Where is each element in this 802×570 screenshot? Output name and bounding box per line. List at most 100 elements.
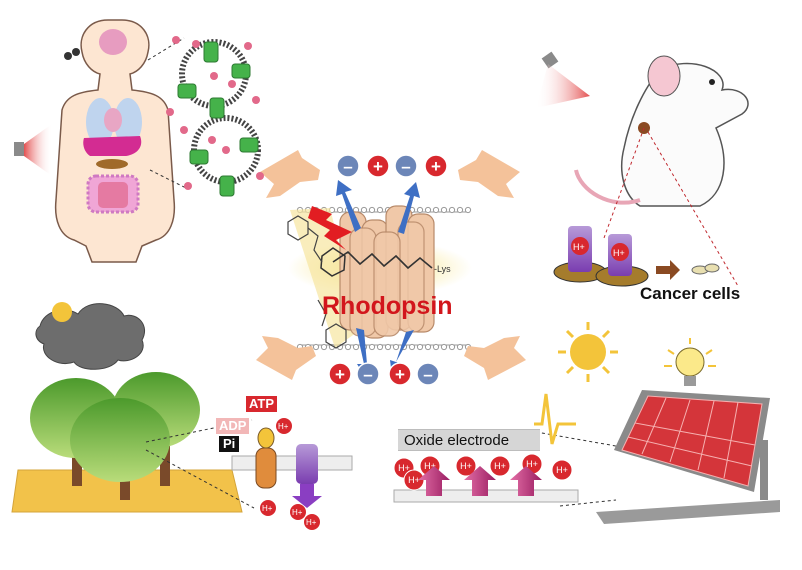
proton-label: H+ (494, 461, 506, 471)
light-beam-left (24, 124, 52, 176)
mouse-eye (709, 79, 715, 85)
retinal-chain (332, 250, 433, 270)
proton-label: H+ (306, 518, 317, 527)
atp-synthase (255, 447, 277, 489)
lipid-head (432, 206, 440, 214)
arrow-to-human (260, 150, 320, 198)
speech-icon (64, 48, 80, 60)
lung-right (114, 98, 142, 146)
panel-base (596, 500, 780, 524)
cancer-cell-opsins: H+ H+ (553, 226, 720, 287)
lipid-head (368, 343, 376, 351)
charge-circle (424, 154, 448, 178)
charge-symbol: + (335, 365, 345, 384)
proton-label: H+ (424, 461, 436, 471)
proton-label: H+ (262, 504, 273, 513)
oxide-electrode-label: Oxide electrode (398, 429, 540, 451)
lipid-head (320, 343, 328, 351)
human-figure (14, 19, 187, 263)
lipid-head (440, 343, 448, 351)
solar-scene: H+ H+ H+ H+ H+ H+ H+ (393, 322, 780, 524)
lipid-head (424, 206, 432, 214)
mouse-figure: H+ H+ (536, 51, 749, 287)
liver (83, 136, 142, 156)
charge-symbol: – (343, 157, 352, 176)
charge-circle (388, 362, 412, 386)
charge-symbol: + (395, 365, 405, 384)
lung-left (86, 98, 114, 146)
lipid-head (408, 343, 416, 351)
lipid-head (456, 206, 464, 214)
charge-circle (416, 362, 440, 386)
lipid-head (384, 343, 392, 351)
light-source-left (14, 142, 24, 156)
charge-symbol: + (373, 157, 383, 176)
adp-label: ADP (216, 418, 250, 434)
lightbulb-icon (664, 338, 716, 386)
proton-label: H+ (460, 461, 472, 471)
vesicles (166, 36, 264, 197)
lipid-head (344, 343, 352, 351)
signal-wave (534, 393, 576, 445)
light-source-right (541, 51, 559, 69)
lipid-head (376, 343, 384, 351)
chemical-structure (287, 215, 347, 349)
proton-label: H+ (526, 459, 538, 469)
lys-label: -Lys (434, 264, 451, 274)
arrow-to-electrode (464, 336, 526, 380)
lightning-icon (308, 206, 352, 250)
proton-label: H+ (408, 475, 420, 485)
direction-arrows (256, 150, 526, 380)
lipid-head (416, 343, 424, 351)
heart (104, 108, 122, 132)
small-intestine (98, 182, 128, 208)
pancreas (96, 159, 128, 169)
proton-label: H+ (278, 422, 289, 431)
electrode-protons: H+ H+ H+ H+ H+ H+ H+ (393, 453, 573, 491)
zoom-line (149, 169, 187, 189)
arrow-right-icon (656, 260, 680, 280)
proton-label: H+ (398, 463, 410, 473)
charge-symbol: – (401, 157, 410, 176)
lipid-head (360, 206, 368, 214)
brain (99, 29, 127, 55)
cancer-cells-label: Cancer cells (640, 284, 741, 303)
atp-label: ATP (246, 396, 278, 412)
lipid-head (368, 206, 376, 214)
trees (30, 372, 200, 500)
lipid-head (336, 206, 344, 214)
lipid-head (392, 343, 400, 351)
proton-circle (455, 455, 477, 477)
zoom-line (147, 37, 185, 61)
charge-symbol: + (431, 157, 441, 176)
lipid-head (456, 343, 464, 351)
proton-label: H+ (556, 465, 568, 475)
plant-rhodopsin (296, 444, 318, 484)
charge-symbol: – (363, 365, 372, 384)
transmembrane-helices (339, 205, 435, 339)
proton-label: H+ (573, 242, 585, 252)
proton-label: H+ (292, 508, 303, 517)
charge-circle (394, 154, 418, 178)
panel-grid (627, 397, 756, 479)
mouse-tail (574, 169, 641, 205)
lipid-head (416, 206, 424, 214)
charge-circle (356, 362, 380, 386)
lipid-head (464, 206, 472, 214)
top-charges: –+–+ (336, 154, 448, 178)
proton-circle (489, 455, 511, 477)
charge-circle (366, 154, 390, 178)
proton-label: H+ (613, 248, 625, 258)
proton-circle (551, 459, 573, 481)
sun-icon (558, 322, 618, 382)
lipid-head (448, 343, 456, 351)
charge-circle (328, 362, 352, 386)
mouse-ear (647, 55, 681, 97)
bottom-charges: +–+– (328, 362, 440, 386)
lipid-head (440, 206, 448, 214)
center-rhodopsin: -Lys –+–+ +–+– (287, 154, 472, 386)
small-sun-icon (52, 302, 72, 322)
charge-symbol: – (423, 365, 432, 384)
electrode-opsins (418, 466, 542, 496)
